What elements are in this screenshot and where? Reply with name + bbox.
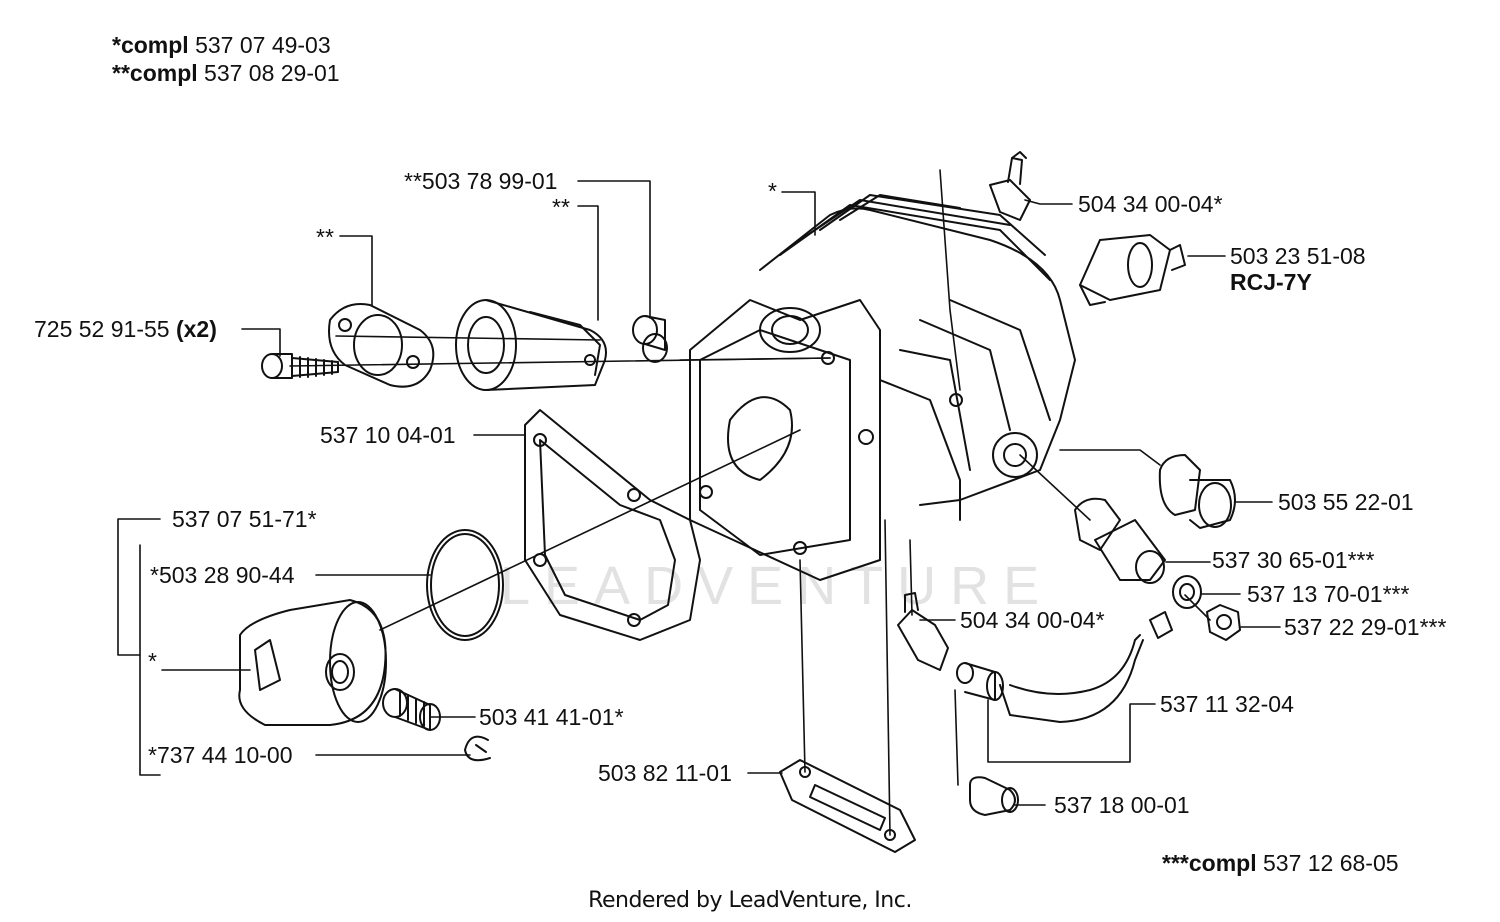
bushing-part: [632, 315, 668, 363]
piston-ring-part: [426, 529, 504, 641]
compl-footer-number: 537 12 68-05: [1262, 850, 1399, 876]
intake-manifold-part: [455, 299, 607, 391]
part-label-star-piston: *: [148, 648, 157, 674]
part-label-503552201[interactable]: 503 55 22-01: [1278, 489, 1414, 515]
pin-part: [969, 776, 1019, 816]
compl-1-number: 537 07 49-03: [195, 32, 331, 58]
part-label-537222901[interactable]: 537 22 29-01***: [1284, 614, 1447, 640]
exhaust-gasket-part: [779, 759, 916, 853]
piston-part: [238, 599, 387, 726]
part-label-537100401[interactable]: 537 10 04-01: [320, 422, 456, 448]
compl-footer-prefix: ***compl: [1162, 850, 1257, 876]
elbow-fitting-low-part: [897, 592, 949, 671]
leader-lines: [117, 180, 1281, 806]
valve-part: [1074, 497, 1166, 584]
nut-part: [1206, 604, 1241, 641]
part-label-537306501[interactable]: 537 30 65-01***: [1212, 547, 1375, 573]
circlip-part: [464, 735, 491, 762]
rendered-by-credit: Rendered by LeadVenture, Inc.: [588, 888, 912, 913]
gasket-part: [524, 409, 701, 641]
part-label-537137001[interactable]: 537 13 70-01***: [1247, 581, 1410, 607]
part-label-star-cylinder: *: [768, 178, 777, 204]
part-label-503414101[interactable]: 503 41 41-01*: [479, 704, 624, 730]
quantity-badge: (x2): [175, 316, 217, 342]
screw-part: [261, 353, 339, 379]
spark-plug-type-label: RCJ-7Y: [1230, 269, 1312, 295]
compl-footer: ***compl 537 12 68-05: [1162, 850, 1399, 876]
part-label-737441000[interactable]: *737 44 10-00: [148, 742, 293, 768]
part-label-503789901[interactable]: **503 78 99-01: [404, 168, 558, 194]
part-label-503235108[interactable]: 503 23 51-08: [1230, 243, 1366, 269]
part-label-725529155[interactable]: 725 52 91-55 (x2): [34, 316, 217, 342]
washer-part: [1172, 575, 1202, 609]
axis-lines: [289, 169, 1211, 836]
compl-2-prefix: **compl: [112, 60, 198, 86]
compl-header-1: *compl 537 07 49-03: [112, 32, 331, 58]
part-label-537180001[interactable]: 537 18 00-01: [1054, 792, 1190, 818]
elbow-fitting-top-part: [989, 151, 1031, 221]
part-label-503821101[interactable]: 503 82 11-01: [598, 760, 732, 786]
part-label-503289044[interactable]: *503 28 90-44: [150, 562, 295, 588]
part-label-537113204[interactable]: 537 11 32-04: [1160, 691, 1294, 717]
part-label-star2-left: **: [316, 224, 334, 250]
spark-plug-part: [1079, 234, 1186, 306]
compl-header-2: **compl 537 08 29-01: [112, 60, 340, 86]
compl-2-number: 537 08 29-01: [204, 60, 340, 86]
part-number-725529155: 725 52 91-55: [34, 316, 170, 342]
hose-part: [999, 611, 1173, 723]
plug-part: [1158, 454, 1236, 529]
sleeve-part: [956, 662, 1004, 701]
part-label-504340004-top[interactable]: 504 34 00-04*: [1078, 191, 1223, 217]
compl-1-prefix: *compl: [112, 32, 189, 58]
needle-bearing-part: [382, 688, 441, 731]
part-label-504340004-low[interactable]: 504 34 00-04*: [960, 607, 1105, 633]
part-label-537075171[interactable]: 537 07 51-71*: [172, 506, 317, 532]
intake-flange-part: [328, 303, 435, 388]
cylinder-part: [689, 194, 1076, 581]
part-label-star2-mid: **: [552, 194, 570, 220]
watermark-text: LEADVENTURE: [500, 556, 1054, 616]
